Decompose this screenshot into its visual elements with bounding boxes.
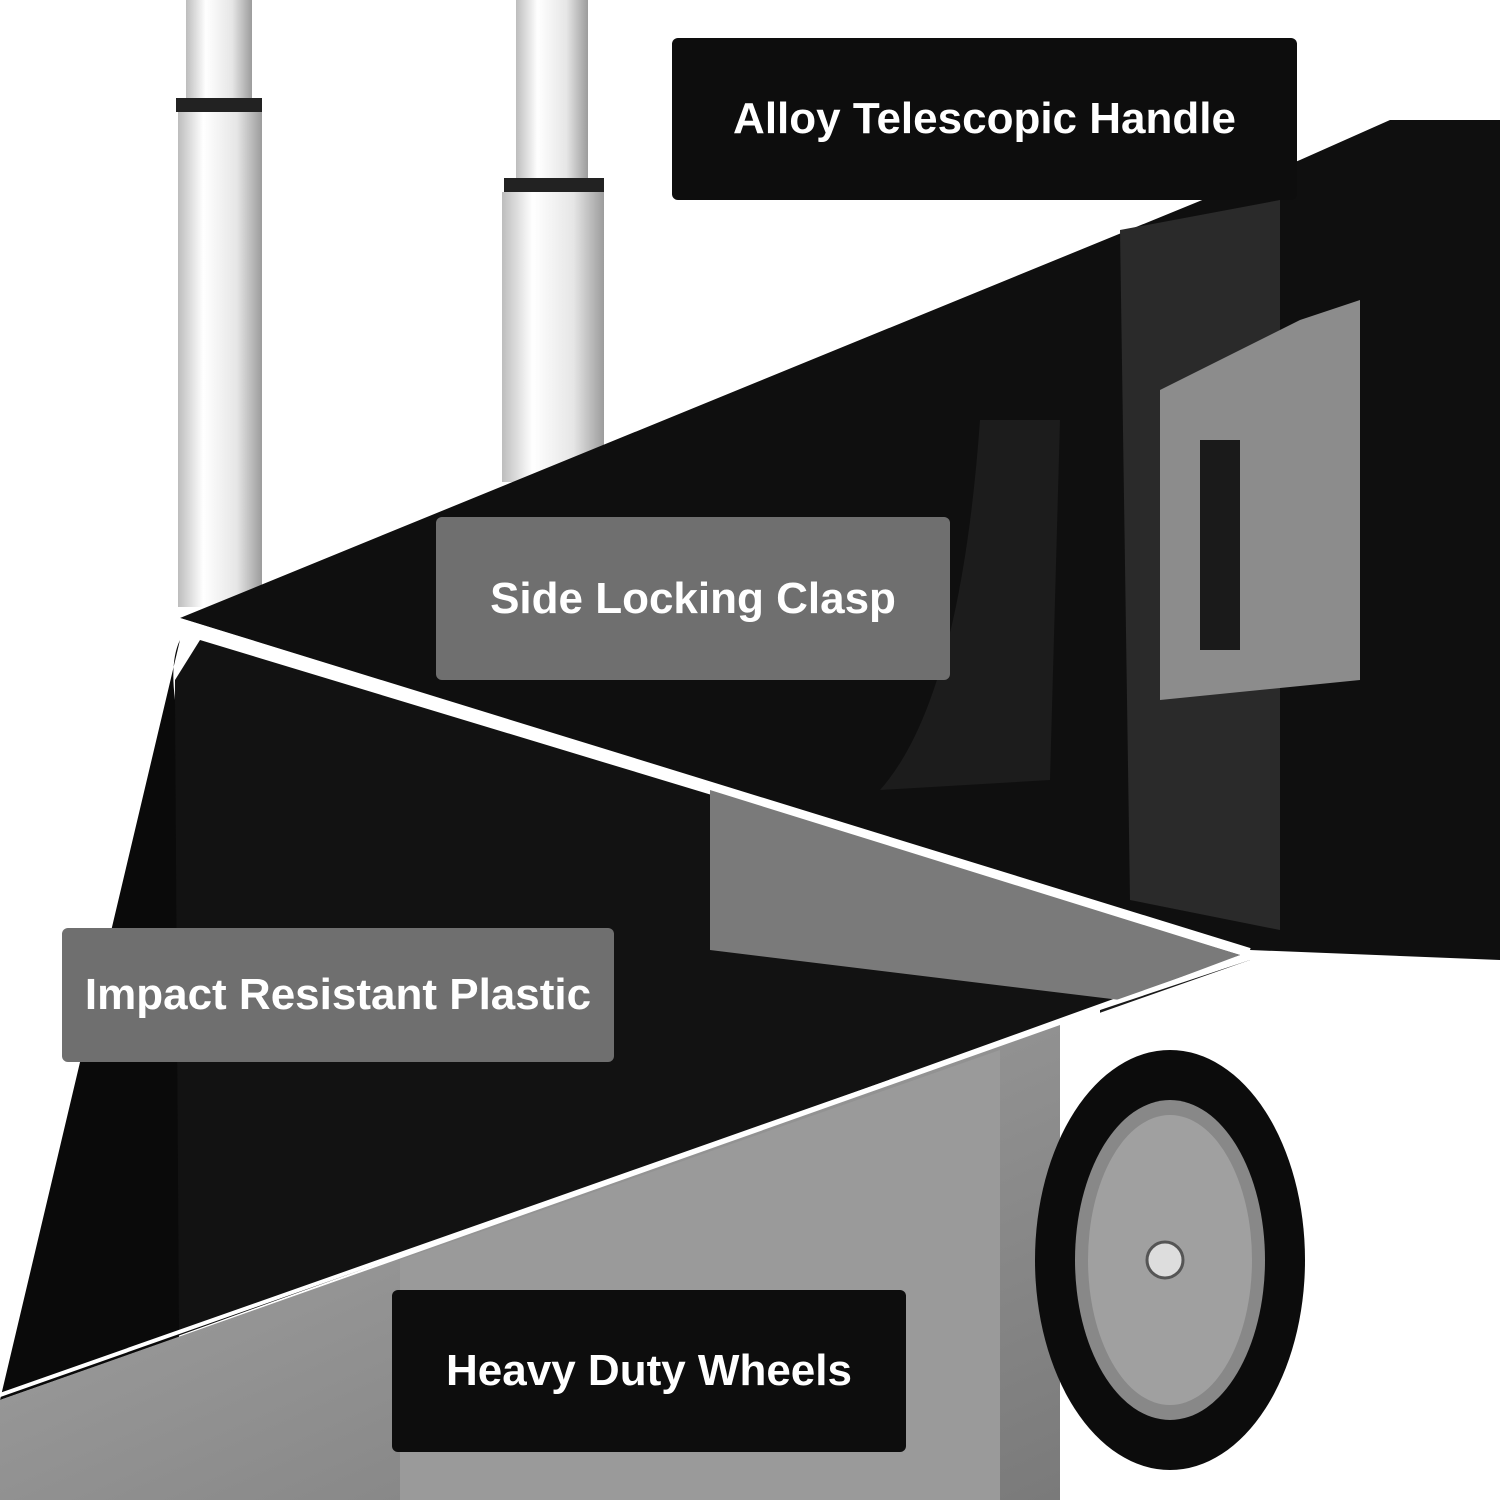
label-impact-resistant-plastic: Impact Resistant Plastic	[62, 928, 614, 1062]
telescopic-handle-rods	[176, 0, 604, 607]
wheel	[1035, 1050, 1305, 1470]
label-alloy-telescopic-handle: Alloy Telescopic Handle	[672, 38, 1297, 200]
label-side-locking-clasp: Side Locking Clasp	[436, 517, 950, 680]
label-heavy-duty-wheels: Heavy Duty Wheels	[392, 1290, 906, 1452]
